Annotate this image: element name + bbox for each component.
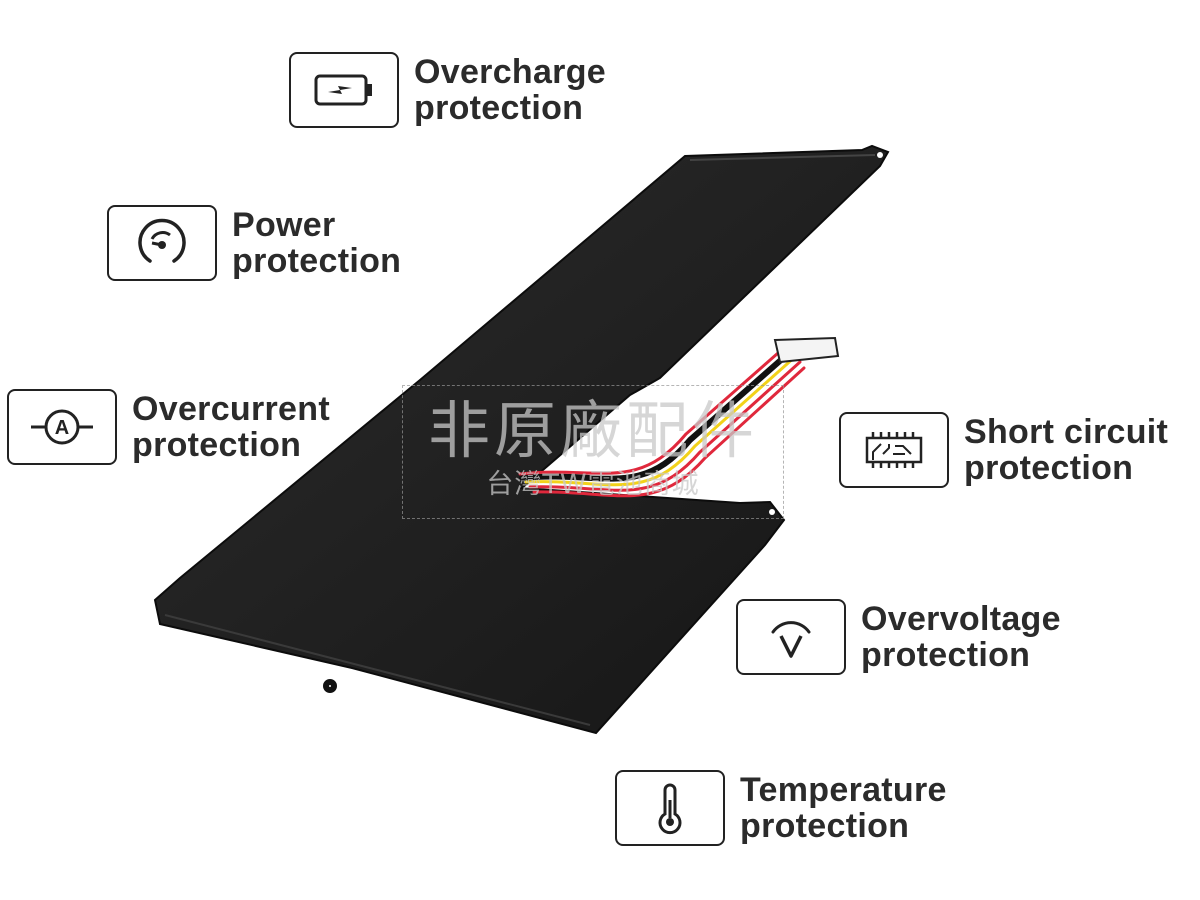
cable-connector (773, 336, 840, 364)
gauge-icon (107, 205, 217, 281)
thermometer-icon (615, 770, 725, 846)
battery-charge-icon (289, 52, 399, 128)
feature-title: Overcurrent (132, 390, 330, 428)
feature-subtitle: protection (964, 449, 1134, 487)
feature-subtitle: protection (232, 242, 402, 280)
circuit-chip-icon (839, 412, 949, 488)
feature-title: Overcharge (414, 53, 606, 91)
battery-cable (518, 344, 806, 498)
ampere-icon: A (7, 389, 117, 465)
watermark: 非原廠配件 台灣TW電池商城 (402, 385, 784, 519)
feature-subtitle: protection (132, 426, 302, 464)
watermark-line1: 非原廠配件 (427, 394, 758, 467)
feature-title: Short circuit (964, 413, 1169, 451)
feature-title: Overvoltage (861, 600, 1061, 638)
feature-subtitle: protection (414, 89, 584, 127)
battery-body (153, 144, 890, 735)
feature-title: Temperature (740, 771, 947, 809)
feature-subtitle: protection (861, 636, 1031, 674)
feature-subtitle: protection (740, 807, 910, 845)
svg-text:A: A (55, 417, 69, 439)
voltage-icon (736, 599, 846, 675)
watermark-line2: 台灣TW電池商城 (486, 469, 700, 500)
feature-title: Power (232, 206, 336, 244)
